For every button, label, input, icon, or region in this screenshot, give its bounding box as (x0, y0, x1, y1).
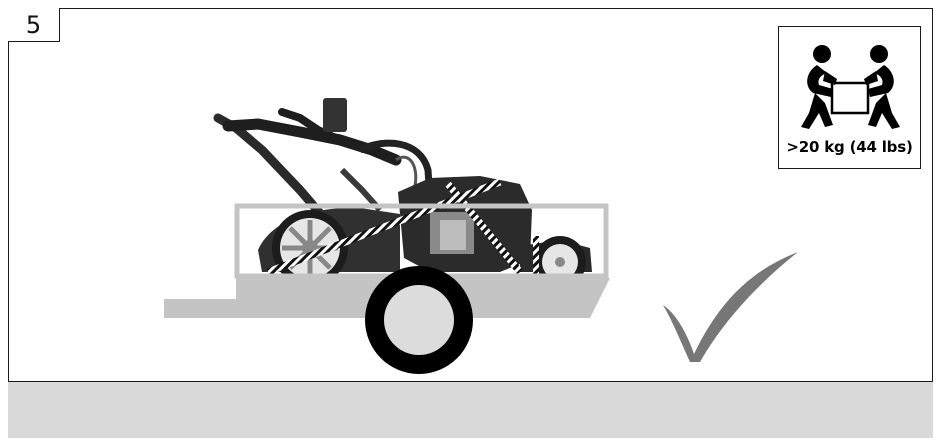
lawn-mower (218, 98, 592, 288)
trailer-wheel (365, 266, 473, 374)
carried-box-icon (832, 83, 868, 113)
ground-floor (8, 381, 933, 438)
check-mark-icon (663, 252, 798, 362)
lift-warning-box: >20 kg (44 lbs) (778, 26, 921, 169)
two-person-lift-icon (779, 27, 922, 137)
step-number: 5 (8, 8, 60, 42)
grip-control (323, 98, 347, 132)
weight-label: >20 kg (44 lbs) (779, 138, 920, 156)
trailer-drawbar (164, 299, 244, 318)
